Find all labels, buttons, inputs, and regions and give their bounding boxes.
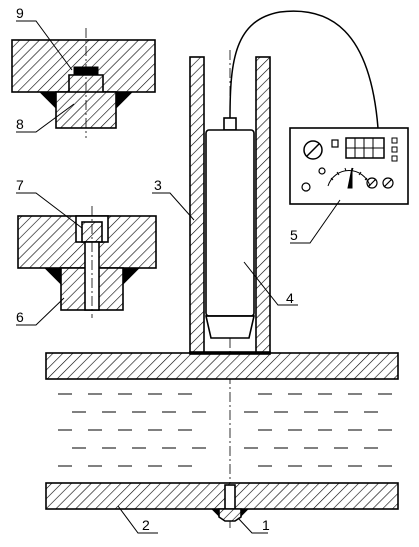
button-icon	[391, 155, 398, 162]
bottom-fitting-bore	[224, 484, 236, 510]
weld-left-8	[38, 91, 57, 110]
probe-cable	[229, 10, 379, 129]
callout-2: 2	[142, 517, 150, 533]
instrument-5	[289, 127, 409, 205]
analog-gauge-icon	[327, 170, 371, 187]
callout-9: 9	[16, 5, 24, 21]
bottom-fitting-1	[218, 508, 242, 522]
weld-left-1	[210, 508, 220, 518]
guide-tube-right-wall	[255, 56, 271, 354]
callouts: 9 8 7 6 3 4 5 2 1	[16, 5, 298, 533]
pipe-bottom-wall-2	[45, 482, 399, 510]
detail-view-8-9	[11, 28, 156, 138]
gauge-needle	[347, 167, 353, 189]
callout-4: 4	[286, 290, 294, 306]
guide-tube-3	[189, 50, 271, 530]
leader-3	[152, 192, 195, 221]
leader-9	[16, 20, 73, 71]
adjust-knob-icon	[382, 177, 394, 189]
leader-6	[16, 297, 65, 326]
probe-body	[205, 129, 255, 317]
callout-6: 6	[16, 309, 24, 325]
probe-4	[204, 117, 256, 339]
guide-tube-left-wall	[189, 56, 205, 354]
instrument-housing	[289, 127, 409, 205]
pipe	[45, 351, 399, 522]
liquid-dashes	[58, 393, 392, 467]
button-icon	[391, 137, 398, 144]
weld-right-6	[122, 267, 141, 286]
callout-8: 8	[16, 116, 24, 132]
leader-1	[237, 517, 268, 534]
leader-5	[290, 199, 341, 244]
leader-7	[16, 192, 83, 229]
indicator-icon	[301, 182, 311, 192]
indicator-icon	[318, 167, 326, 175]
callout-3: 3	[154, 177, 162, 193]
callout-1: 1	[262, 517, 270, 533]
weld-left-6	[43, 267, 62, 286]
probe-connector	[223, 117, 237, 131]
leader-2	[117, 505, 158, 534]
leader-4	[243, 261, 298, 306]
callout-5: 5	[290, 227, 298, 243]
leader-8	[16, 103, 75, 133]
button-icon	[391, 146, 398, 153]
probe-tip	[204, 315, 256, 339]
indicator-lamp-icon	[331, 139, 339, 148]
weld-right-8	[115, 91, 134, 110]
detail-view-6-7	[17, 206, 157, 318]
callout-7: 7	[16, 177, 24, 193]
weld-right-1	[240, 508, 250, 518]
pipe-top-wall	[45, 352, 399, 380]
adjust-knob-icon	[366, 177, 378, 189]
leader-lines	[16, 20, 341, 534]
power-knob-icon	[303, 140, 323, 160]
